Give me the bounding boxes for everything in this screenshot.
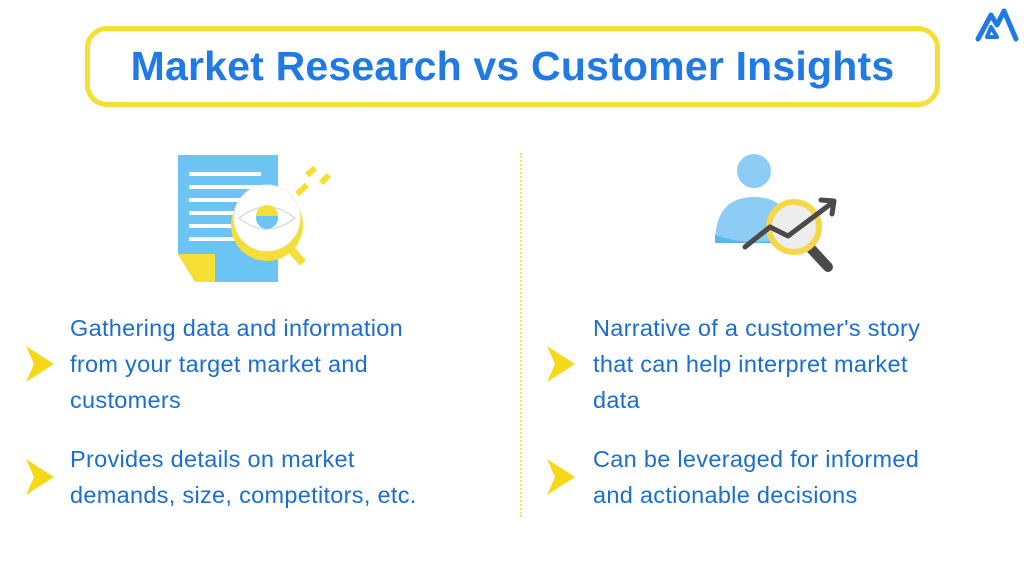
mountain-logo-icon bbox=[975, 8, 1019, 42]
column-divider bbox=[520, 153, 522, 517]
bullet-text-line: Provides details on market bbox=[70, 446, 355, 472]
right-bullet-1: Narrative of a customer's story that can… bbox=[545, 310, 920, 418]
page-title: Market Research vs Customer Insights bbox=[130, 43, 895, 89]
bullet-text-line: Narrative of a customer's story bbox=[593, 315, 921, 341]
left-bullet-2: Provides details on market demands, size… bbox=[24, 441, 417, 513]
chevron-right-icon bbox=[547, 346, 575, 382]
chevron-right-icon bbox=[26, 459, 54, 495]
left-bullet-1: Gathering data and information from your… bbox=[24, 310, 403, 418]
bullet-text-line: from your target market and bbox=[70, 351, 369, 377]
right-bullet-2: Can be leveraged for informed and action… bbox=[545, 441, 919, 513]
chevron-right-icon bbox=[26, 346, 54, 382]
title-banner: Market Research vs Customer Insights bbox=[85, 26, 940, 107]
person-magnifier-trend-icon bbox=[715, 154, 837, 272]
bullet-text-line: that can help interpret market bbox=[593, 351, 908, 377]
document-magnifier-eye-icon bbox=[178, 155, 332, 282]
bullet-text-line: Gathering data and information bbox=[70, 315, 403, 341]
bullet-text-line: data bbox=[593, 387, 640, 413]
bullet-text-line: customers bbox=[70, 387, 182, 413]
bullet-text-line: demands, size, competitors, etc. bbox=[70, 482, 417, 508]
bullet-text-line: and actionable decisions bbox=[593, 482, 858, 508]
chevron-right-icon bbox=[547, 459, 575, 495]
bullet-text-line: Can be leveraged for informed bbox=[593, 446, 920, 472]
